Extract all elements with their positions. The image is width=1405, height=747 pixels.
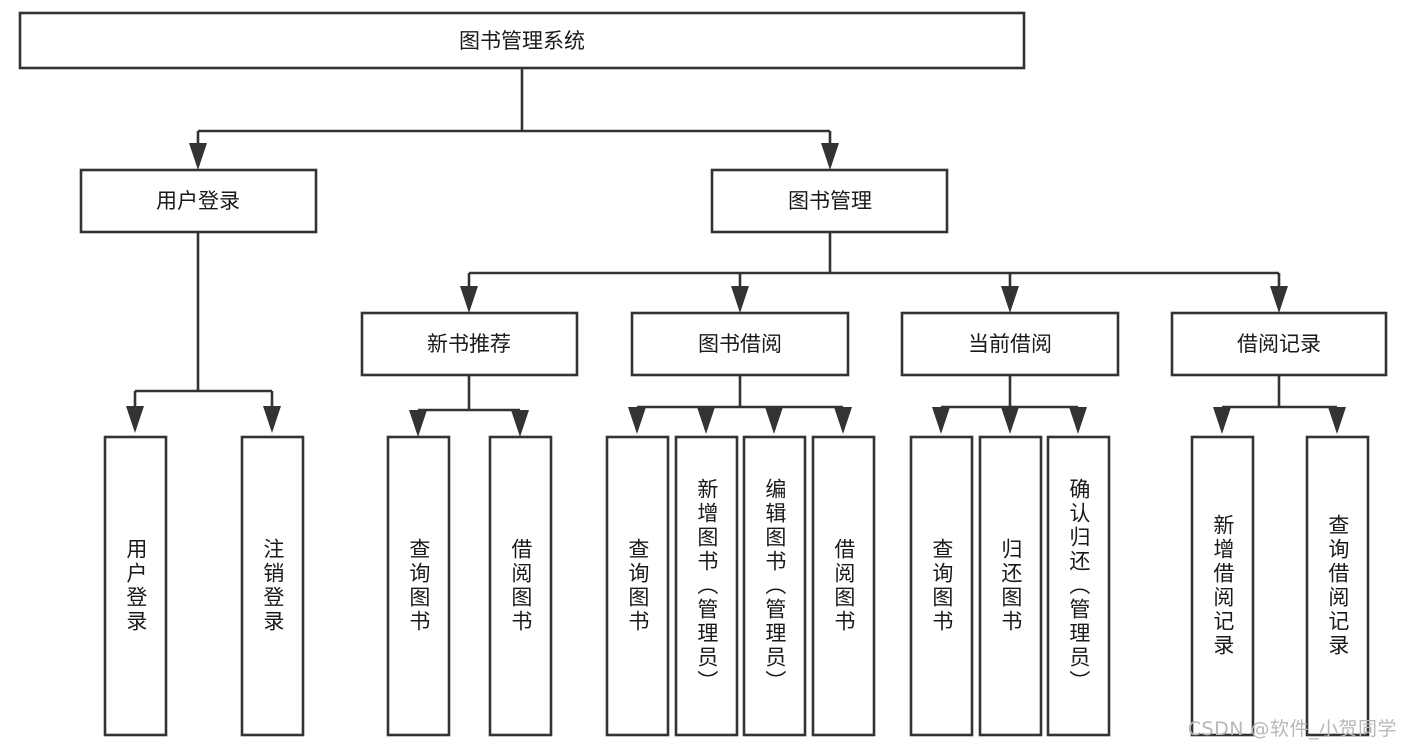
node-book-management[interactable]: 图书管理 [710, 168, 949, 234]
node-book-borrow[interactable]: 图书借阅 [630, 311, 850, 377]
leaf-boxes-current-borrow [909, 435, 1111, 737]
leaf-box-user-login-1[interactable] [240, 435, 305, 737]
leaf-boxes-borrow-record [1190, 435, 1370, 737]
leaf-box-current-borrow-2[interactable] [1046, 435, 1111, 737]
connectors-current-borrow-to-leaves [932, 375, 1087, 434]
leaf-box-new-book-recommend-1[interactable] [488, 435, 553, 737]
leaf-box-new-book-recommend-0[interactable] [386, 435, 451, 737]
leaf-boxes-book-borrow [605, 435, 876, 737]
connectors-new-book-recommend-to-leaves [409, 375, 529, 437]
leaf-box-current-borrow-0[interactable] [909, 435, 974, 737]
node-user-login-label: 用户登录 [156, 189, 240, 213]
leaf-label-book-borrow-1: 新增图书（管理员） [694, 478, 719, 694]
node-user-login[interactable]: 用户登录 [79, 168, 318, 234]
leaf-box-borrow-record-0[interactable] [1190, 435, 1255, 737]
connectors-borrow-record-to-leaves [1213, 375, 1346, 434]
leaf-box-book-borrow-2[interactable] [742, 435, 807, 737]
leaf-box-book-borrow-0[interactable] [605, 435, 670, 737]
leaf-label-new-book-recommend-0: 查询图书 [406, 538, 431, 634]
leaf-label-book-borrow-2: 编辑图书（管理员） [762, 478, 787, 694]
leaf-label-book-borrow-3: 借阅图书 [831, 538, 856, 634]
connectors-book-borrow-to-leaves [628, 375, 852, 434]
leaf-label-current-borrow-0: 查询图书 [929, 538, 954, 634]
csdn-watermark: CSDN @软件_小贺同学 [1187, 718, 1397, 740]
connectors-user-login-to-leaves [126, 232, 281, 433]
leaf-box-book-borrow-3[interactable] [811, 435, 876, 737]
node-root-label: 图书管理系统 [459, 29, 585, 53]
leaf-label-current-borrow-2: 确认归还（管理员） [1066, 478, 1091, 694]
leaf-box-borrow-record-1[interactable] [1305, 435, 1370, 737]
node-new-book-recommend-label: 新书推荐 [427, 332, 511, 356]
node-current-borrow-label: 当前借阅 [968, 332, 1052, 356]
node-root-book-management-system[interactable]: 图书管理系统 [18, 11, 1026, 70]
leaf-box-current-borrow-1[interactable] [978, 435, 1043, 737]
leaf-label-current-borrow-1: 归还图书 [998, 538, 1023, 634]
node-book-management-label: 图书管理 [788, 189, 872, 213]
leaf-label-borrow-record-0: 新增借阅记录 [1210, 514, 1235, 658]
node-current-borrow[interactable]: 当前借阅 [900, 311, 1120, 377]
node-borrow-record-label: 借阅记录 [1237, 332, 1321, 356]
leaf-boxes-new-book-recommend [386, 435, 553, 737]
leaf-box-user-login-0[interactable] [103, 435, 168, 737]
leaf-box-book-borrow-1[interactable] [674, 435, 739, 737]
connectors-root-to-level1 [189, 68, 839, 170]
node-new-book-recommend[interactable]: 新书推荐 [360, 311, 579, 377]
node-borrow-record[interactable]: 借阅记录 [1170, 311, 1388, 377]
leaf-label-new-book-recommend-1: 借阅图书 [508, 538, 533, 634]
leaf-label-book-borrow-0: 查询图书 [625, 538, 650, 634]
connectors-book-management-to-level2 [460, 232, 1288, 313]
node-book-borrow-label: 图书借阅 [698, 332, 782, 356]
leaf-label-user-login-1: 注销登录 [260, 538, 285, 634]
leaf-label-user-login-0: 用户登录 [123, 538, 148, 634]
leaf-boxes-user-login [103, 435, 305, 737]
leaf-label-borrow-record-1: 查询借阅记录 [1325, 514, 1350, 658]
